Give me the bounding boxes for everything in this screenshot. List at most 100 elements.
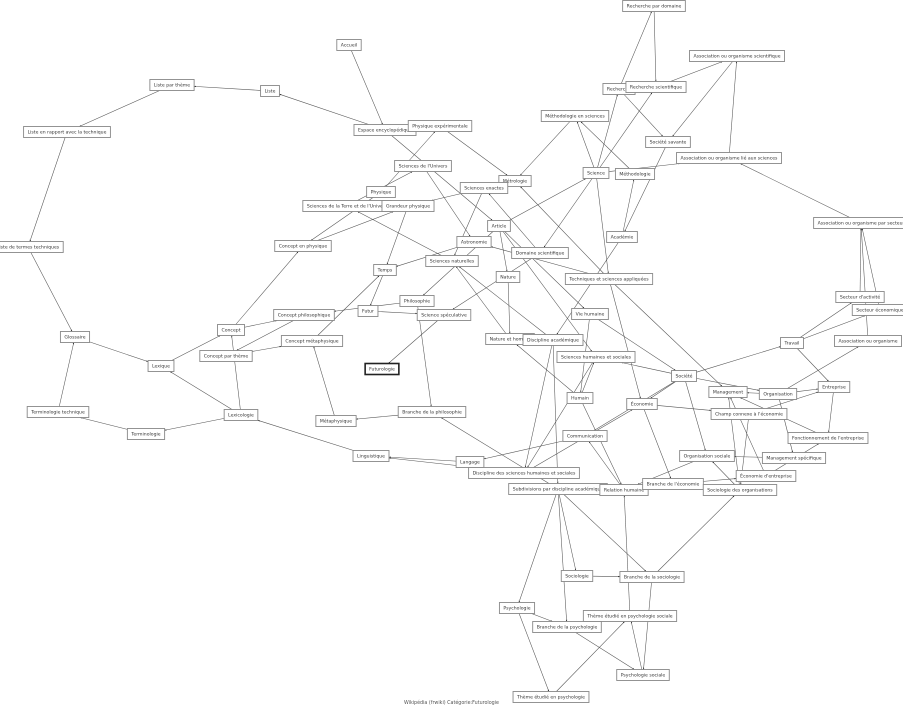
- node-branche-philo[interactable]: Branche de la philosophie: [397, 406, 467, 418]
- node-org-sociale[interactable]: Organisation sociale: [679, 450, 735, 462]
- node-sc-exactes[interactable]: Sciences exactes: [459, 182, 509, 194]
- node-shs[interactable]: Sciences humaines et sociales: [556, 351, 636, 363]
- node-secteur-eco[interactable]: Secteur économique: [851, 304, 903, 316]
- node-branche-eco[interactable]: Branche de l'économie: [642, 478, 704, 490]
- node-concept-phys[interactable]: Concept en physique: [274, 240, 332, 252]
- node-subdiv[interactable]: Subdivisions par discipline académique: [508, 483, 608, 495]
- node-label: Liste en rapport avec la technique: [28, 130, 107, 136]
- node-asso-org[interactable]: Association ou organisme: [834, 335, 902, 347]
- node-espace[interactable]: Espace encyclopédique: [353, 124, 417, 136]
- node-article[interactable]: Article: [487, 220, 511, 232]
- node-metrologie[interactable]: Métrologie: [498, 175, 532, 187]
- node-futur[interactable]: Futur: [357, 305, 379, 317]
- node-theme-psy[interactable]: Thème étudié en psychologie: [512, 691, 590, 703]
- node-lexique[interactable]: Lexique: [147, 360, 175, 372]
- node-asso-sci[interactable]: Association ou organisme scientifique: [689, 50, 785, 62]
- edge-shs-to-disc_shs: [527, 362, 593, 468]
- node-concept[interactable]: Concept: [217, 324, 245, 336]
- node-lexicologie[interactable]: Lexicologie: [223, 409, 259, 421]
- node-label: Nature et homme: [490, 337, 531, 343]
- edge-asso_lie-to-asso_sci: [729, 61, 738, 153]
- node-phys-exp[interactable]: Physique expérimentale: [407, 120, 473, 132]
- node-academie[interactable]: Académie: [606, 231, 638, 243]
- node-label: Sciences de la Terre et de l'Univers: [307, 204, 388, 210]
- node-liste-tech[interactable]: Liste en rapport avec la technique: [23, 126, 111, 138]
- node-label: Science spéculative: [421, 312, 467, 319]
- node-termino-tech[interactable]: Terminologie technique: [26, 406, 90, 418]
- node-sc-spec[interactable]: Science spéculative: [416, 309, 472, 321]
- node-langage[interactable]: Langage: [455, 456, 485, 468]
- node-organisation[interactable]: Organisation: [758, 388, 798, 400]
- node-techniques[interactable]: Techniques et sciences appliquées: [564, 273, 654, 285]
- node-label: Glossaire: [64, 335, 85, 341]
- node-psy-sociale[interactable]: Psychologie sociale: [616, 669, 670, 681]
- node-asso-secteur[interactable]: Association ou organisme par secteur: [813, 217, 903, 229]
- node-concept-meta[interactable]: Concept métaphysique: [280, 335, 344, 347]
- node-rech-sci[interactable]: Recherche scientifique: [625, 81, 687, 93]
- node-physique[interactable]: Physique: [366, 186, 396, 198]
- node-soc-sav[interactable]: Société savante: [645, 136, 691, 148]
- node-label: Relation humaine: [604, 488, 644, 494]
- node-liste-termes[interactable]: Liste de termes techniques: [0, 241, 64, 253]
- node-linguistique[interactable]: Linguistique: [352, 450, 390, 462]
- edge-article-to-science: [508, 178, 587, 221]
- node-disc-acad[interactable]: Discipline académique: [522, 334, 584, 346]
- edge-rech_sci-to-asso_sci: [670, 61, 723, 82]
- node-fonct-entr[interactable]: Fonctionnement de l'entreprise: [787, 432, 869, 444]
- node-glossaire[interactable]: Glossaire: [59, 331, 91, 343]
- node-vie-hum[interactable]: Vie humaine: [571, 308, 609, 320]
- node-metaphysique[interactable]: Métaphysique: [315, 415, 357, 427]
- edge-sc_spec-to-futurologie: [388, 320, 438, 364]
- node-nature[interactable]: Nature: [495, 271, 521, 283]
- node-rech-dom[interactable]: Recherche par domaine: [622, 0, 686, 12]
- node-astronomie[interactable]: Astronomie: [456, 236, 492, 248]
- node-label: Métaphysique: [320, 418, 352, 425]
- edge-science-to-techniques: [596, 178, 609, 274]
- edge-liste_theme-to-liste_tech: [79, 90, 160, 127]
- node-humain[interactable]: Humain: [566, 392, 594, 404]
- node-philosophie[interactable]: Philosophie: [399, 295, 435, 307]
- node-socio-org[interactable]: Sociologie des organisations: [702, 484, 778, 496]
- node-secteur-act[interactable]: Secteur d'activité: [835, 291, 885, 303]
- edge-disc_acad-to-disc_shs: [524, 345, 553, 468]
- node-societe[interactable]: Société: [671, 370, 697, 382]
- node-champ-eco[interactable]: Champ connexe à l'économie: [710, 408, 788, 420]
- node-futurologie[interactable]: Futurologie: [364, 362, 400, 376]
- node-accueil[interactable]: Accueil: [336, 39, 362, 51]
- node-travail[interactable]: Travail: [780, 337, 804, 349]
- node-sc-univers[interactable]: Sciences de l'Univers: [394, 160, 452, 172]
- node-disc-shs[interactable]: Discipline des sciences humaines et soci…: [468, 467, 580, 479]
- edge-vie_hum-to-societe: [598, 319, 676, 371]
- node-asso-lie[interactable]: Association ou organisme lié aux science…: [676, 152, 782, 164]
- node-grandeur[interactable]: Grandeur physique: [381, 200, 435, 212]
- node-eco-entr[interactable]: Économie d'entreprise: [735, 470, 797, 482]
- edge-sc_univers-to-astronomie: [426, 171, 471, 237]
- node-branche-socio[interactable]: Branche de la sociologie: [619, 571, 685, 583]
- node-branche-psy[interactable]: Branche de la psychologie: [532, 621, 602, 633]
- node-liste-theme[interactable]: Liste par thème: [149, 79, 195, 91]
- node-label: Concept par thème: [204, 353, 249, 360]
- node-liste[interactable]: Liste: [260, 85, 280, 97]
- node-concept-theme[interactable]: Concept par thème: [199, 350, 253, 362]
- node-theme-psy-soc[interactable]: Thème étudié en psychologie sociale: [582, 610, 678, 622]
- edge-science-to-rech_sci: [599, 92, 653, 168]
- node-sociologie[interactable]: Sociologie: [560, 570, 594, 582]
- node-entreprise[interactable]: Entreprise: [817, 381, 851, 393]
- node-science[interactable]: Science: [582, 167, 610, 179]
- node-metho-sci[interactable]: Méthodologie en sciences: [540, 110, 610, 122]
- node-economie[interactable]: Économie: [626, 398, 658, 410]
- node-methodo[interactable]: Méthodologie: [614, 168, 656, 180]
- node-management[interactable]: Management: [708, 386, 748, 398]
- node-concept-philo[interactable]: Concept philosophique: [273, 309, 335, 321]
- node-mgmt-spec[interactable]: Management spécifique: [761, 452, 827, 464]
- node-dom-sci[interactable]: Domaine scientifique: [511, 247, 569, 259]
- node-communication[interactable]: Communication: [562, 430, 608, 442]
- node-relation[interactable]: Relation humaine: [599, 484, 649, 496]
- edge-science-to-dom_sci: [543, 178, 593, 248]
- node-temps[interactable]: Temps: [373, 264, 397, 276]
- node-sc-nat[interactable]: Sciences naturelles: [425, 255, 479, 267]
- node-terminologie[interactable]: Terminologie: [126, 428, 166, 440]
- node-psychologie[interactable]: Psychologie: [498, 602, 536, 614]
- node-sc-terre[interactable]: Sciences de la Terre et de l'Univers: [302, 200, 392, 212]
